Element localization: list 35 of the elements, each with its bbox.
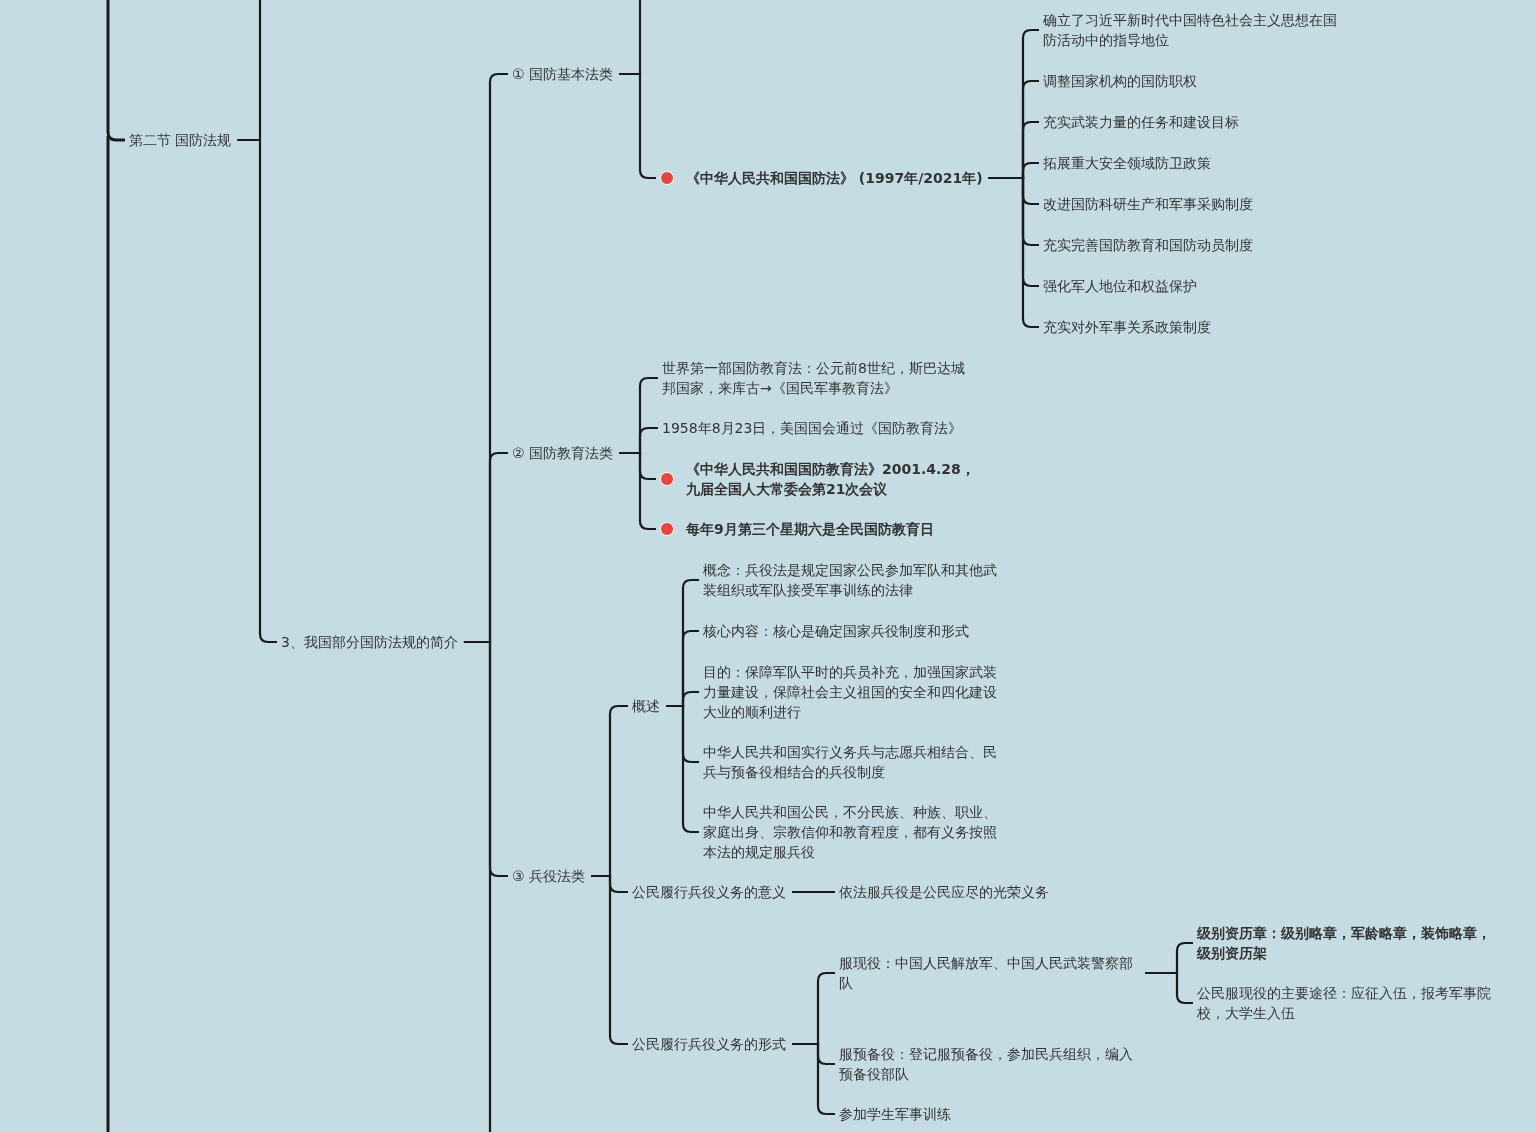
topic-label: 拓展重大安全领域防卫政策: [1043, 153, 1211, 173]
topic-label: 公民履行兵役义务的意义: [632, 882, 786, 902]
topic-label: 每年9月第三个星期六是全民国防教育日: [686, 520, 934, 539]
topic-label: 服预备役：登记服预备役，参加民兵组织，编入预备役部队: [839, 1044, 1139, 1084]
topic-label: 核心内容：核心是确定国家兵役制度和形式: [703, 621, 969, 641]
connector-line: [463, 640, 492, 1132]
topic-label: 确立了习近平新时代中国特色社会主义思想在国防活动中的指导地位: [1043, 10, 1343, 50]
topic-label: 服现役：中国人民解放军、中国人民武装警察部队: [839, 953, 1139, 993]
topic-label: 参加学生军事训练: [839, 1104, 951, 1124]
topic-label: 《中华人民共和国国防法》 (1997年/2021年): [686, 169, 983, 188]
topic-label: 3、我国部分国防法规的简介: [281, 632, 458, 652]
topic-label: 充实武装力量的任务和建设目标: [1043, 112, 1239, 132]
topic-label: 充实完善国防教育和国防动员制度: [1043, 235, 1253, 255]
topic-label: 依法服兵役是公民应尽的光荣义务: [839, 882, 1049, 902]
connector-line: [792, 890, 835, 894]
topic-label: 改进国防科研生产和军事采购制度: [1043, 194, 1253, 214]
topic-label: 第二节 国防法规: [129, 130, 232, 150]
topic-label: 目的：保障军队平时的兵员补充，加强国家武装力量建设，保障社会主义祖国的安全和四化建设大业的顺利进行: [703, 662, 1003, 722]
topic-label: 中华人民共和国实行义务兵与志愿兵相结合、民兵与预备役相结合的兵役制度: [703, 742, 1003, 782]
topic-label: ② 国防教育法类: [512, 443, 613, 463]
topic-label: ③ 兵役法类: [512, 866, 585, 886]
topic-label: 《中华人民共和国国防教育法》2001.4.28，九届全国人大常委会第21次会议: [686, 460, 976, 499]
connector-line: [106, 0, 125, 142]
topic-label: 概念：兵役法是规定国家公民参加军队和其他武装组织或军队接受军事训练的法律: [703, 560, 1003, 600]
topic-label: 级别资历章：级别略章，军龄略章，装饰略章，级别资历架: [1197, 923, 1499, 963]
topic-label: 强化军人地位和权益保护: [1043, 276, 1197, 296]
topic-label: 充实对外军事关系政策制度: [1043, 317, 1211, 337]
topic-label: 调整国家机构的国防职权: [1043, 71, 1197, 91]
topic-label: 中华人民共和国公民，不分民族、种族、职业、家庭出身、宗教信仰和教育程度，都有义务按照本法的规定服兵役: [703, 802, 1003, 862]
topic-label: 世界第一部国防教育法：公元前8世纪，斯巴达城邦国家，来库古→《国民军事教育法》: [662, 358, 968, 398]
topic-label: 1958年8月23日，美国国会通过《国防教育法》: [662, 418, 963, 438]
topic-label: 公民履行兵役义务的形式: [632, 1034, 786, 1054]
topic-label: ① 国防基本法类: [512, 64, 613, 84]
topic-label: 公民服现役的主要途径：应征入伍，报考军事院校，大学生入伍: [1197, 983, 1497, 1023]
topic-label: 概述: [632, 696, 660, 716]
